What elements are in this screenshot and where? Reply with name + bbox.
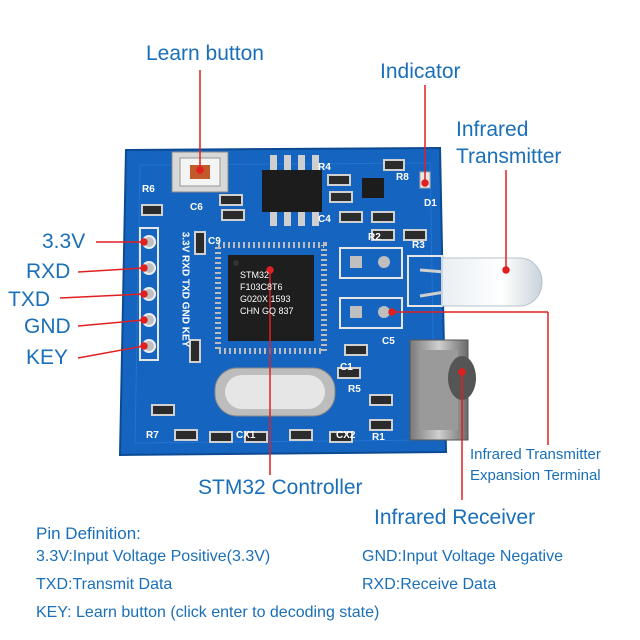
ir-expansion-label-line2: Expansion Terminal	[470, 467, 601, 484]
silk-ref-r7: R7	[146, 430, 159, 441]
pin-definition-rxd: RXD:Receive Data	[362, 576, 497, 593]
learn-button-label: Learn button	[146, 42, 264, 65]
silk-ref-cx2: CX2	[336, 430, 356, 441]
indicator-label: Indicator	[380, 60, 461, 83]
passive-components	[141, 159, 427, 443]
ir-receiver-label: Infrared Receiver	[374, 506, 536, 529]
pin-label-gnd: GND	[24, 315, 71, 338]
pin-label-key: KEY	[26, 346, 69, 369]
ir-expansion-label-line1: Infrared Transmitter	[470, 446, 601, 463]
silk-ref-c9: C9	[208, 236, 221, 247]
silk-ref-r2: R2	[368, 232, 381, 243]
pin-definition-txd: TXD:Transmit Data	[36, 576, 173, 593]
pin-definition-key: KEY: Learn button (click enter to decodi…	[36, 604, 380, 621]
silk-ref-c6: C6	[190, 202, 203, 213]
silk-ref-r8: R8	[396, 172, 409, 183]
pin-definition-gnd: GND:Input Voltage Negative	[362, 548, 564, 565]
silk-ref-r1: R1	[372, 432, 385, 443]
crystal-oscillator	[214, 367, 336, 417]
stm32-controller-label: STM32 Controller	[198, 476, 363, 499]
silk-ref-c5: C5	[382, 336, 395, 347]
pin-definition-title: Pin Definition:	[36, 524, 141, 543]
silk-ref-r4: R4	[318, 162, 331, 173]
silk-ref-c1: C1	[340, 362, 353, 373]
silk-pin-header: 3.3V RXD TXD GND KEY	[179, 231, 191, 348]
silk-ref-c4: C4	[318, 214, 331, 225]
sop8-chip	[262, 155, 322, 226]
silk-ref-r5: R5	[348, 384, 361, 395]
pin-label-rxd: RXD	[26, 260, 71, 283]
silk-ref-d1: D1	[424, 198, 437, 209]
ir-transmitter-label-line1: Infrared	[456, 118, 529, 141]
ir-receiver	[409, 339, 476, 441]
silk-ref-r6: R6	[142, 184, 155, 195]
ir-transmitter-led	[407, 255, 543, 307]
expansion-pads	[339, 247, 403, 329]
ir-transmitter-label-line2: Transmitter	[456, 145, 562, 168]
pin-label-3v3: 3.3V	[42, 230, 86, 253]
silk-chip-line-4: CHN GQ 837	[240, 306, 294, 316]
silk-ref-r3: R3	[412, 240, 425, 251]
pin-definition-3v3: 3.3V:Input Voltage Positive(3.3V)	[36, 548, 271, 565]
pin-label-txd: TXD	[8, 288, 50, 311]
silk-ref-cx1: CX1	[236, 430, 256, 441]
transistor	[362, 178, 384, 198]
pointer-lines	[59, 70, 549, 500]
silk-chip-line-3: G020X 1593	[240, 294, 291, 304]
silk-chip-line-1: STM32	[240, 270, 270, 280]
silk-chip-line-2: F103C8T6	[240, 282, 283, 292]
